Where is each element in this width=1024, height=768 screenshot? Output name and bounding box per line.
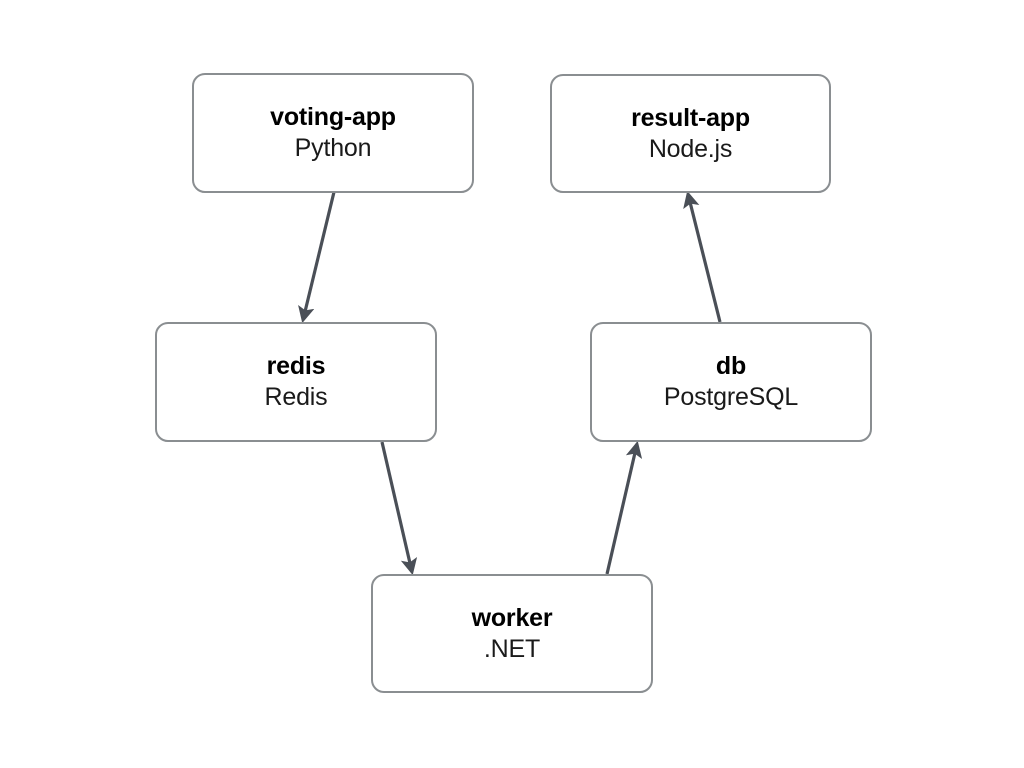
edge-voting-app-to-redis [298,191,336,324]
node-db[interactable]: db PostgreSQL [590,322,872,442]
node-subtitle: PostgreSQL [663,383,799,411]
node-title: voting-app [270,103,396,131]
node-result-app[interactable]: result-app Node.js [550,74,831,193]
edge-db-to-result-app [683,190,722,323]
node-subtitle: Node.js [648,134,733,163]
edge-worker-to-db [605,440,643,575]
node-subtitle: Python [294,134,372,162]
edge-redis-to-worker [380,441,418,576]
node-title: result-app [631,103,750,132]
node-voting-app[interactable]: voting-app Python [192,73,474,193]
node-title: worker [471,603,553,632]
node-subtitle: .NET [483,634,541,663]
node-subtitle: Redis [264,383,328,411]
node-worker[interactable]: worker .NET [371,574,653,693]
node-title: redis [266,352,326,380]
node-redis[interactable]: redis Redis [155,322,437,442]
node-title: db [715,352,747,380]
